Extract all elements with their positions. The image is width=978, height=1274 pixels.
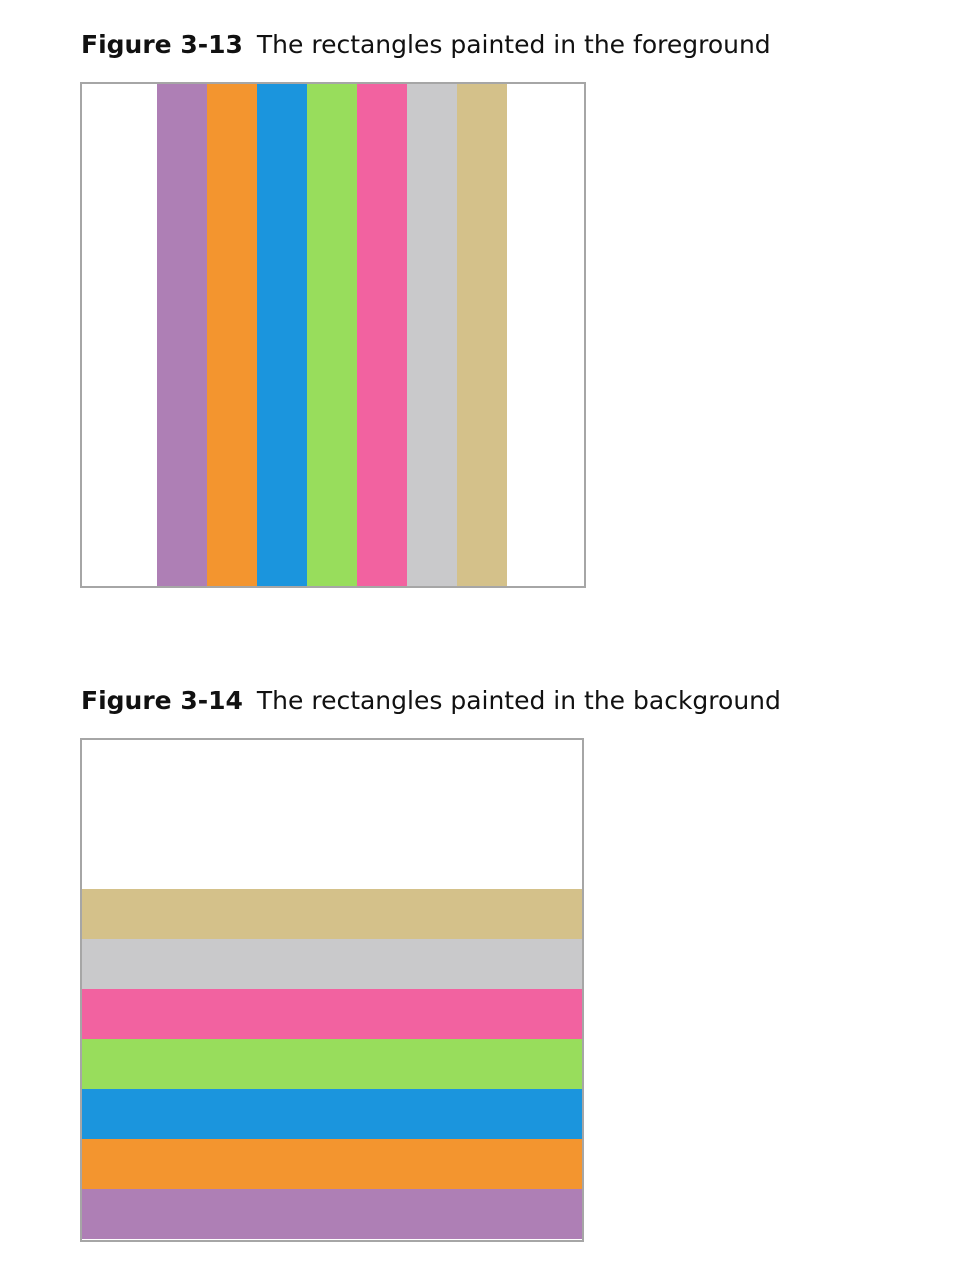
color-stripe-rectangle: [207, 84, 257, 586]
figure-number: Figure 3-14: [81, 686, 243, 715]
figure-number: Figure 3-13: [81, 30, 243, 59]
figure-title: The rectangles painted in the background: [256, 686, 781, 715]
color-stripe-rectangle: [82, 1189, 582, 1239]
figure-title: The rectangles painted in the foreground: [256, 30, 771, 59]
color-stripe-rectangle: [357, 84, 407, 586]
color-stripe-rectangle: [257, 84, 307, 586]
color-stripe-rectangle: [457, 84, 507, 586]
color-stripe-rectangle: [82, 939, 582, 989]
figure-3-13-caption: Figure 3-13 The rectangles painted in the…: [81, 30, 771, 60]
color-stripe-rectangle: [82, 1139, 582, 1189]
figure-3-14-caption: Figure 3-14 The rectangles painted in the…: [81, 686, 781, 716]
color-stripe-rectangle: [82, 989, 582, 1039]
color-stripe-rectangle: [157, 84, 207, 586]
background-rectangles-figure: [80, 738, 584, 1242]
color-stripe-rectangle: [82, 1039, 582, 1089]
color-stripe-rectangle: [307, 84, 357, 586]
color-stripe-rectangle: [407, 84, 457, 586]
foreground-rectangles-figure: [80, 82, 586, 588]
color-stripe-rectangle: [82, 1089, 582, 1139]
color-stripe-rectangle: [82, 889, 582, 939]
